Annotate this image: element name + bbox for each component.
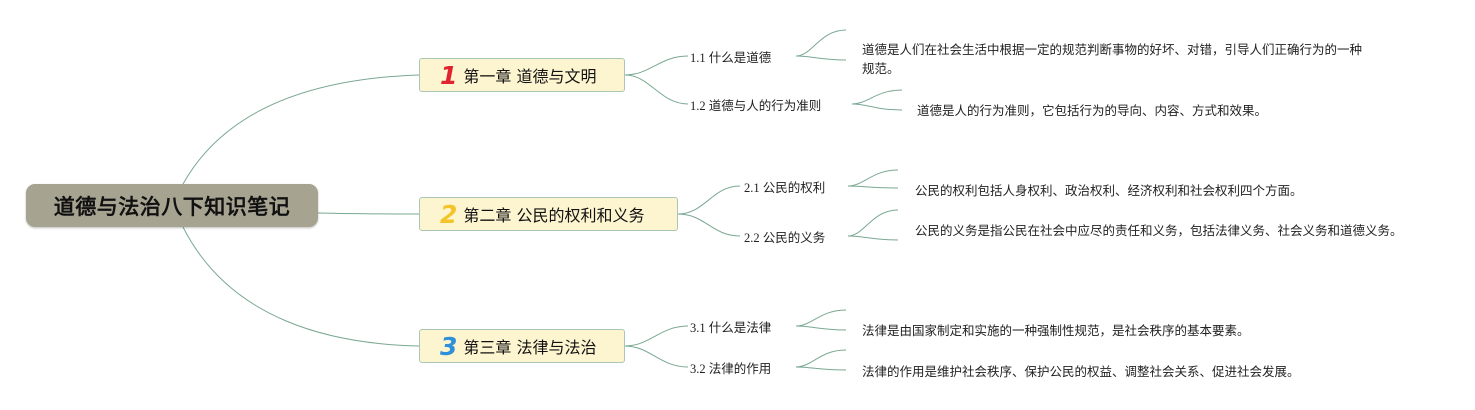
chapter-title-1: 第一章 道德与文明	[463, 67, 597, 86]
chapter-number-3: 3	[440, 331, 458, 361]
section-text-2-1: 公民的权利包括人身权利、政治权利、经济权利和社会权利四个方面。	[915, 183, 1303, 198]
link-s31-text	[795, 309, 847, 331]
link-ch1-s11	[624, 55, 689, 76]
section-node-2-1[interactable]: 2.1 公民的权利	[744, 181, 826, 195]
chapter-node-2[interactable]: 2 第二章 公民的权利和义务	[419, 197, 678, 231]
link-ch3-s31	[624, 325, 689, 347]
link-root-ch2	[317, 212, 420, 215]
chapter-title-2: 第二章 公民的权利和义务	[463, 206, 645, 225]
section-node-1-1[interactable]: 1.1 什么是道德	[690, 51, 772, 65]
section-text-3-1: 法律是由国家制定和实施的一种强制性规范，是社会秩序的基本要素。	[862, 323, 1250, 338]
chapter-node-3[interactable]: 3 第三章 法律与法治	[419, 329, 625, 363]
root-title: 道德与法治八下知识笔记	[53, 194, 291, 219]
link-ch2-s22	[677, 213, 741, 237]
link-ch3-s32	[624, 345, 689, 368]
chapter-node-1[interactable]: 1 第一章 道德与文明	[419, 58, 625, 92]
link-ch2-s21	[677, 185, 741, 215]
link-root-ch1	[182, 74, 420, 185]
section-node-2-2[interactable]: 2.2 公民的义务	[744, 231, 826, 245]
chapter-title-3: 第三章 法律与法治	[463, 338, 597, 357]
section-node-1-2[interactable]: 1.2 道德与人的行为准则	[690, 99, 822, 113]
chapter-number-1: 1	[440, 60, 458, 90]
link-ch1-s12	[624, 74, 689, 105]
section-node-3-1[interactable]: 3.1 什么是法律	[690, 321, 772, 335]
link-s12-text	[851, 89, 903, 111]
chapter-number-2: 2	[440, 199, 458, 229]
link-s21-text	[847, 169, 899, 189]
section-text-1-2: 道德是人的行为准则，它包括行为的导向、内容、方式和效果。	[917, 103, 1268, 118]
root-node[interactable]: 道德与法治八下知识笔记	[26, 184, 318, 227]
link-s22-text	[847, 209, 899, 241]
link-s11-text	[795, 29, 847, 61]
section-text-2-2: 公民的义务是指公民在社会中应尽的责任和义务，包括法律义务、社会义务和道德义务。	[915, 223, 1403, 238]
section-text-1-1: 道德是人们在社会生活中根据一定的规范判断事物的好坏、对错，引导人们正确行为的一种…	[862, 42, 1363, 76]
link-s32-text	[795, 349, 847, 371]
section-text-3-2: 法律的作用是维护社会秩序、保护公民的权益、调整社会关系、促进社会发展。	[862, 364, 1300, 379]
link-root-ch3	[182, 226, 420, 347]
section-node-3-2[interactable]: 3.2 法律的作用	[690, 362, 772, 376]
